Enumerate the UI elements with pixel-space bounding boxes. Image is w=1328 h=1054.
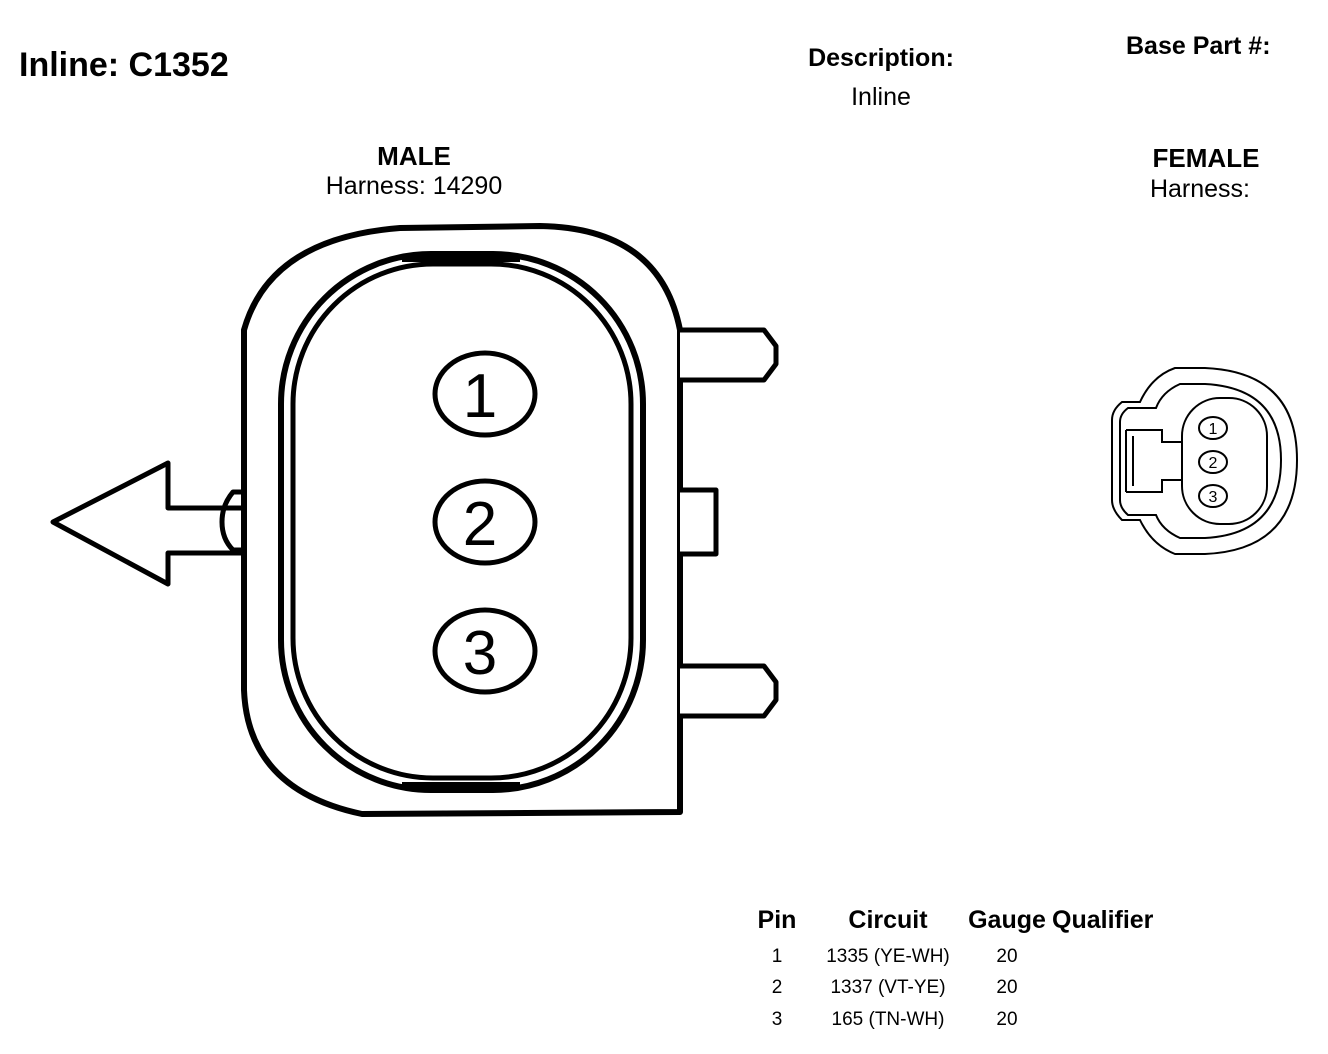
table-row: 3 165 (TN-WH) 20: [740, 1004, 1182, 1036]
header-gauge: Gauge: [968, 906, 1046, 934]
male-label: MALE: [377, 141, 451, 171]
cell-qualifier: [1052, 941, 1182, 973]
header-circuit: Circuit: [848, 906, 928, 934]
female-pin-label-3: 3: [1209, 489, 1218, 506]
cell-gauge: 20: [996, 977, 1018, 999]
male-pin-3: [432, 607, 538, 695]
cell-circuit: 165 (TN-WH): [831, 1008, 945, 1030]
female-connector: [1111, 367, 1299, 555]
male-pin-2: [432, 478, 538, 566]
right-center-tab: [680, 487, 719, 557]
female-harness: Harness:: [1149, 175, 1251, 203]
female-pin-3: [1198, 484, 1228, 508]
table-row: 2 1337 (VT-YE) 20: [740, 973, 1182, 1005]
cell-gauge: 20: [996, 1008, 1018, 1030]
left-latch-nub: [219, 489, 243, 553]
female-label: FEMALE: [1152, 143, 1260, 173]
cell-qualifier: [1052, 973, 1182, 1005]
right-lower-latch: [680, 663, 779, 719]
female-pin-label-2: 2: [1209, 455, 1218, 472]
female-inner-ring: [1119, 383, 1283, 539]
cell-pin: 3: [771, 1008, 783, 1030]
header-pin: Pin: [757, 906, 797, 934]
male-harness: Harness: 14290: [325, 172, 503, 200]
female-outer-housing: [1111, 367, 1299, 555]
female-pin-1: [1198, 416, 1228, 440]
female-pin-2: [1198, 450, 1228, 474]
male-pin-label-3: 3: [463, 619, 497, 688]
male-pin-1: [432, 350, 538, 438]
description-value: Inline: [851, 83, 911, 111]
cell-pin: 2: [771, 977, 783, 999]
cell-circuit: 1337 (VT-YE): [830, 977, 946, 999]
base-part-label: Base Part #:: [1126, 32, 1271, 60]
pin-table: Pin Circuit Gauge Qualifier 1 1335 (YE-W…: [740, 906, 1182, 1036]
cell-qualifier: [1052, 1004, 1182, 1036]
male-pin-label-2: 2: [463, 490, 497, 559]
arrow-left-icon: [50, 460, 242, 587]
cell-pin: 1: [771, 945, 783, 967]
header-qualifier: Qualifier: [1052, 906, 1154, 934]
description-label: Description:: [808, 44, 954, 72]
cell-gauge: 20: [996, 945, 1018, 967]
page-title: Inline: C1352: [19, 46, 229, 84]
cell-circuit: 1335 (YE-WH): [826, 945, 950, 967]
male-connector: [50, 223, 779, 817]
female-pin-label-1: 1: [1209, 421, 1218, 438]
pin-table-header: Pin Circuit Gauge Qualifier: [740, 906, 1182, 941]
right-upper-latch: [680, 327, 779, 383]
male-pin-label-1: 1: [463, 362, 497, 431]
inner-seal-inner: [290, 261, 634, 781]
table-row: 1 1335 (YE-WH) 20: [740, 941, 1182, 973]
